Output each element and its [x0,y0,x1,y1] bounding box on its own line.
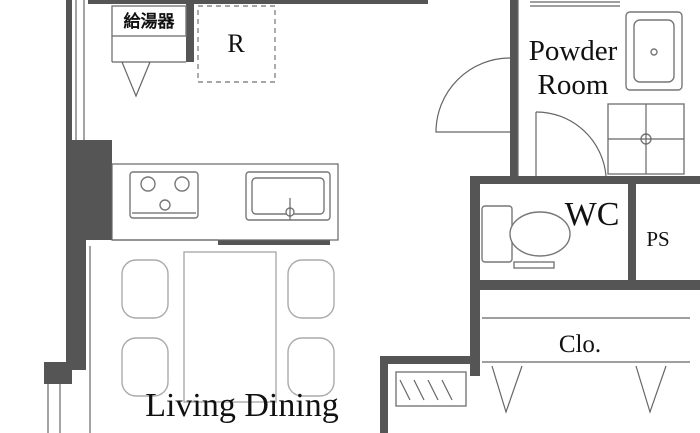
dining-set [121,251,335,403]
dining-table [183,251,277,403]
thin-lines [47,0,620,433]
closet: Clo. [482,317,690,414]
wc: WC [481,196,620,269]
wc-top-wall [470,176,700,184]
heater-door-arc [121,61,151,98]
powder-room-label-line1: Powder [529,35,618,67]
powder-left-wall [510,0,518,176]
living-dining-label: Living Dining [145,387,339,424]
closet-label: Clo. [559,331,601,358]
fridge-label: R [227,29,245,58]
toilet-tank [481,205,513,263]
wc-door-arc [535,111,607,177]
ps-partition [628,184,636,284]
chair [287,337,335,397]
ps-label: PS [646,227,669,251]
wc-label: WC [565,196,620,233]
fridge-outline [197,5,276,83]
closet-door-arc [491,365,523,414]
stove [129,171,199,219]
kitchen-sink [245,171,331,221]
left-wall-upper [66,0,72,140]
closet-top-wall [470,280,700,290]
top-wall [88,0,428,4]
kitchen-counter [111,163,339,241]
water-heater-box [111,5,187,37]
wc-left-wall [470,176,480,376]
lower-wall-horizontal [380,356,480,364]
chair [287,259,335,319]
stove-top [129,171,199,219]
left-wall-lower [66,240,86,370]
shoe-cabinet [395,371,467,407]
lower-wall-vertical [380,356,388,433]
powder-room-label-line2: Room [538,69,609,101]
walls [44,0,700,433]
water-heater-label: 給湯器 [124,11,176,32]
fridge: R [197,5,276,83]
counter-wall [218,240,330,245]
water-heater: 給湯器 [111,5,187,98]
left-wall-corner [44,362,72,384]
left-wall-pillar [66,140,112,240]
toilet-bowl [509,211,571,257]
powder-door-arc [435,57,511,133]
toilet-base [513,261,555,269]
shoe-cabinet-box [395,371,467,407]
chair [121,259,169,319]
chair [121,337,169,397]
powder-room: Powder Room [435,11,685,177]
closet-door-arc [635,365,667,414]
pipe-space: PS [646,227,669,251]
heater-partition [186,0,194,62]
